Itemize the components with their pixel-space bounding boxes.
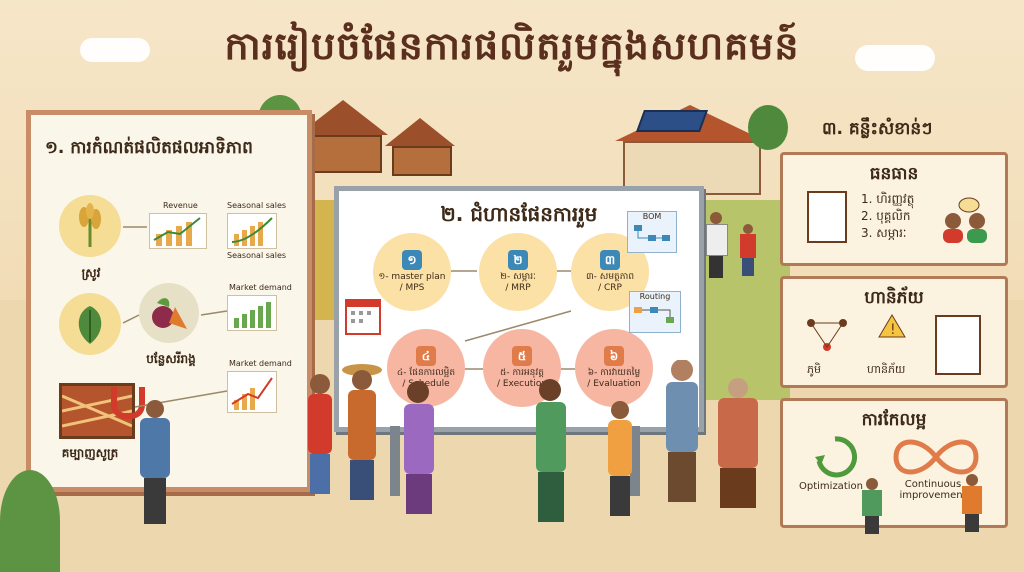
chart-label-market-demand: Market demand (229, 283, 292, 292)
step-sublabel: / MPS (399, 283, 425, 293)
market-demand-chart-icon (227, 295, 277, 331)
cloud (80, 38, 150, 62)
step-2[interactable]: ២ ២- សម្ភារៈ / MRP (479, 233, 557, 311)
step-label: ២- សម្ភារៈ (500, 272, 536, 283)
worker-with-pole (862, 478, 882, 534)
risk-label-risk: ហានិភ័យ (867, 363, 906, 376)
resource-item: 3. សម្ភារៈ (861, 226, 907, 240)
chart-label-revenue: Revenue (163, 201, 198, 210)
resources-title: ធនធាន (869, 164, 919, 184)
solar-panel-icon (635, 110, 709, 132)
step-label: ៤- ផែនការលម្អិត (396, 368, 456, 379)
step-label: ៦- ការវាយតម្លៃ (587, 368, 641, 379)
improvement-panel: ការកែលម្អ Optimization Continuous improv… (780, 398, 1008, 528)
routing-card: Routing (629, 291, 681, 333)
chart-label-seasonal-sales-2: Seasonal sales (227, 251, 287, 260)
cycle-arrows-icon (813, 435, 858, 483)
step-sublabel: / CRP (598, 283, 622, 293)
person-with-tablet (706, 212, 728, 278)
rice-icon (59, 195, 121, 257)
people-chat-icon (939, 197, 991, 251)
step-label: ៣- សមត្ថភាព (585, 272, 635, 283)
step-number: ៥ (512, 346, 532, 367)
chart-label-seasonal-sales: Seasonal sales (227, 201, 287, 210)
risk-title: ហានិភ័យ (864, 288, 924, 308)
product-label-silk: គម្បាញសូត្រ (61, 446, 119, 460)
seasonal-sales-chart-icon (227, 213, 277, 249)
step-sublabel: / Execution (496, 379, 548, 389)
continuous-improvement-label: Continuous improvement (899, 479, 967, 501)
stilt-house (385, 118, 455, 176)
worker-with-pole (962, 474, 982, 532)
elder-woman (718, 378, 758, 508)
page-title: ការរៀបចំផែនការផលិតរួមក្នុងសហគមន៍ (224, 24, 800, 68)
board-stand (630, 426, 640, 496)
key-tips-heading: ៣. គន្លឹះសំខាន់ៗ (822, 119, 933, 139)
risk-panel: ហានិភ័យ ! ភូមិ ហានិភ័យ (780, 276, 1008, 388)
stilt-house (298, 100, 388, 173)
step-number: ៤ (416, 346, 436, 367)
step-sublabel: / Schedule (402, 379, 450, 389)
step-number: ២ (508, 250, 528, 271)
infinity-loop-icon (891, 437, 981, 481)
risk-checklist-icon (935, 315, 981, 375)
bom-label: BOM (642, 212, 662, 221)
revenue-chart-icon (149, 213, 207, 249)
resources-panel: ធនធាន 1. ហិរញ្ញវត្ថុ 2. បុគ្គលិក 3. សម្ភ… (780, 152, 1008, 266)
child-figure (740, 224, 756, 276)
step-number: ១ (402, 250, 422, 271)
risk-label-village: ភូមិ (807, 363, 821, 376)
resources-list: 1. ហិរញ្ញវត្ថុ 2. បុគ្គលិក 3. សម្ភារៈ (861, 191, 914, 242)
chart-label-market-demand-2: Market demand (229, 359, 292, 368)
flow-arrows (451, 270, 575, 370)
tree (748, 105, 788, 150)
calendar-icon (345, 299, 381, 335)
resource-item: 1. ហិរញ្ញវត្ថុ (861, 192, 915, 206)
routing-label: Routing (639, 292, 671, 301)
product-label-vegetables: បន្លែសរីរាង្គ (146, 352, 196, 366)
step-label: ៥- ការអនុវត្ត (500, 368, 544, 379)
step-number: ៦ (604, 346, 624, 367)
warning-icon: ! (877, 313, 907, 343)
bom-card: BOM (627, 211, 677, 253)
board-stand (390, 426, 400, 496)
svg-text:!: ! (890, 322, 896, 338)
panel-heading: ១. ការកំណត់ផលិតផលអាទិភាព (45, 138, 253, 158)
checklist-icon (807, 191, 847, 243)
optimization-label: Optimization (799, 481, 863, 492)
cloud (855, 45, 935, 71)
market-demand-chart-icon-2 (227, 371, 277, 413)
planning-steps-board: ២. ជំហានផែនការរួម ១ ១- master plan / MPS… (334, 186, 704, 432)
board-heading: ២. ជំហានផែនការរួម (440, 202, 598, 226)
network-diagram-icon (803, 315, 853, 359)
step-1[interactable]: ១ ១- master plan / MPS (373, 233, 451, 311)
step-sublabel: / Evaluation (587, 379, 641, 389)
step-sublabel: / MRP (505, 283, 531, 293)
vegetables-icon (139, 283, 199, 343)
person-pointing-left-panel (140, 400, 170, 524)
villager-group (300, 359, 740, 544)
step-label: ១- master plan (378, 272, 446, 283)
plant-foliage (0, 470, 60, 572)
leafy-greens-icon (59, 293, 121, 355)
step-6[interactable]: ៦ ៦- ការវាយតម្លៃ / Evaluation (575, 329, 653, 407)
resource-item: 2. បុគ្គលិក (861, 209, 911, 223)
magnet-icon (111, 387, 145, 419)
product-label-rice: ស្រូវ (81, 266, 101, 280)
step-number: ៣ (600, 250, 620, 271)
improvement-title: ការកែលម្អ (861, 410, 927, 430)
